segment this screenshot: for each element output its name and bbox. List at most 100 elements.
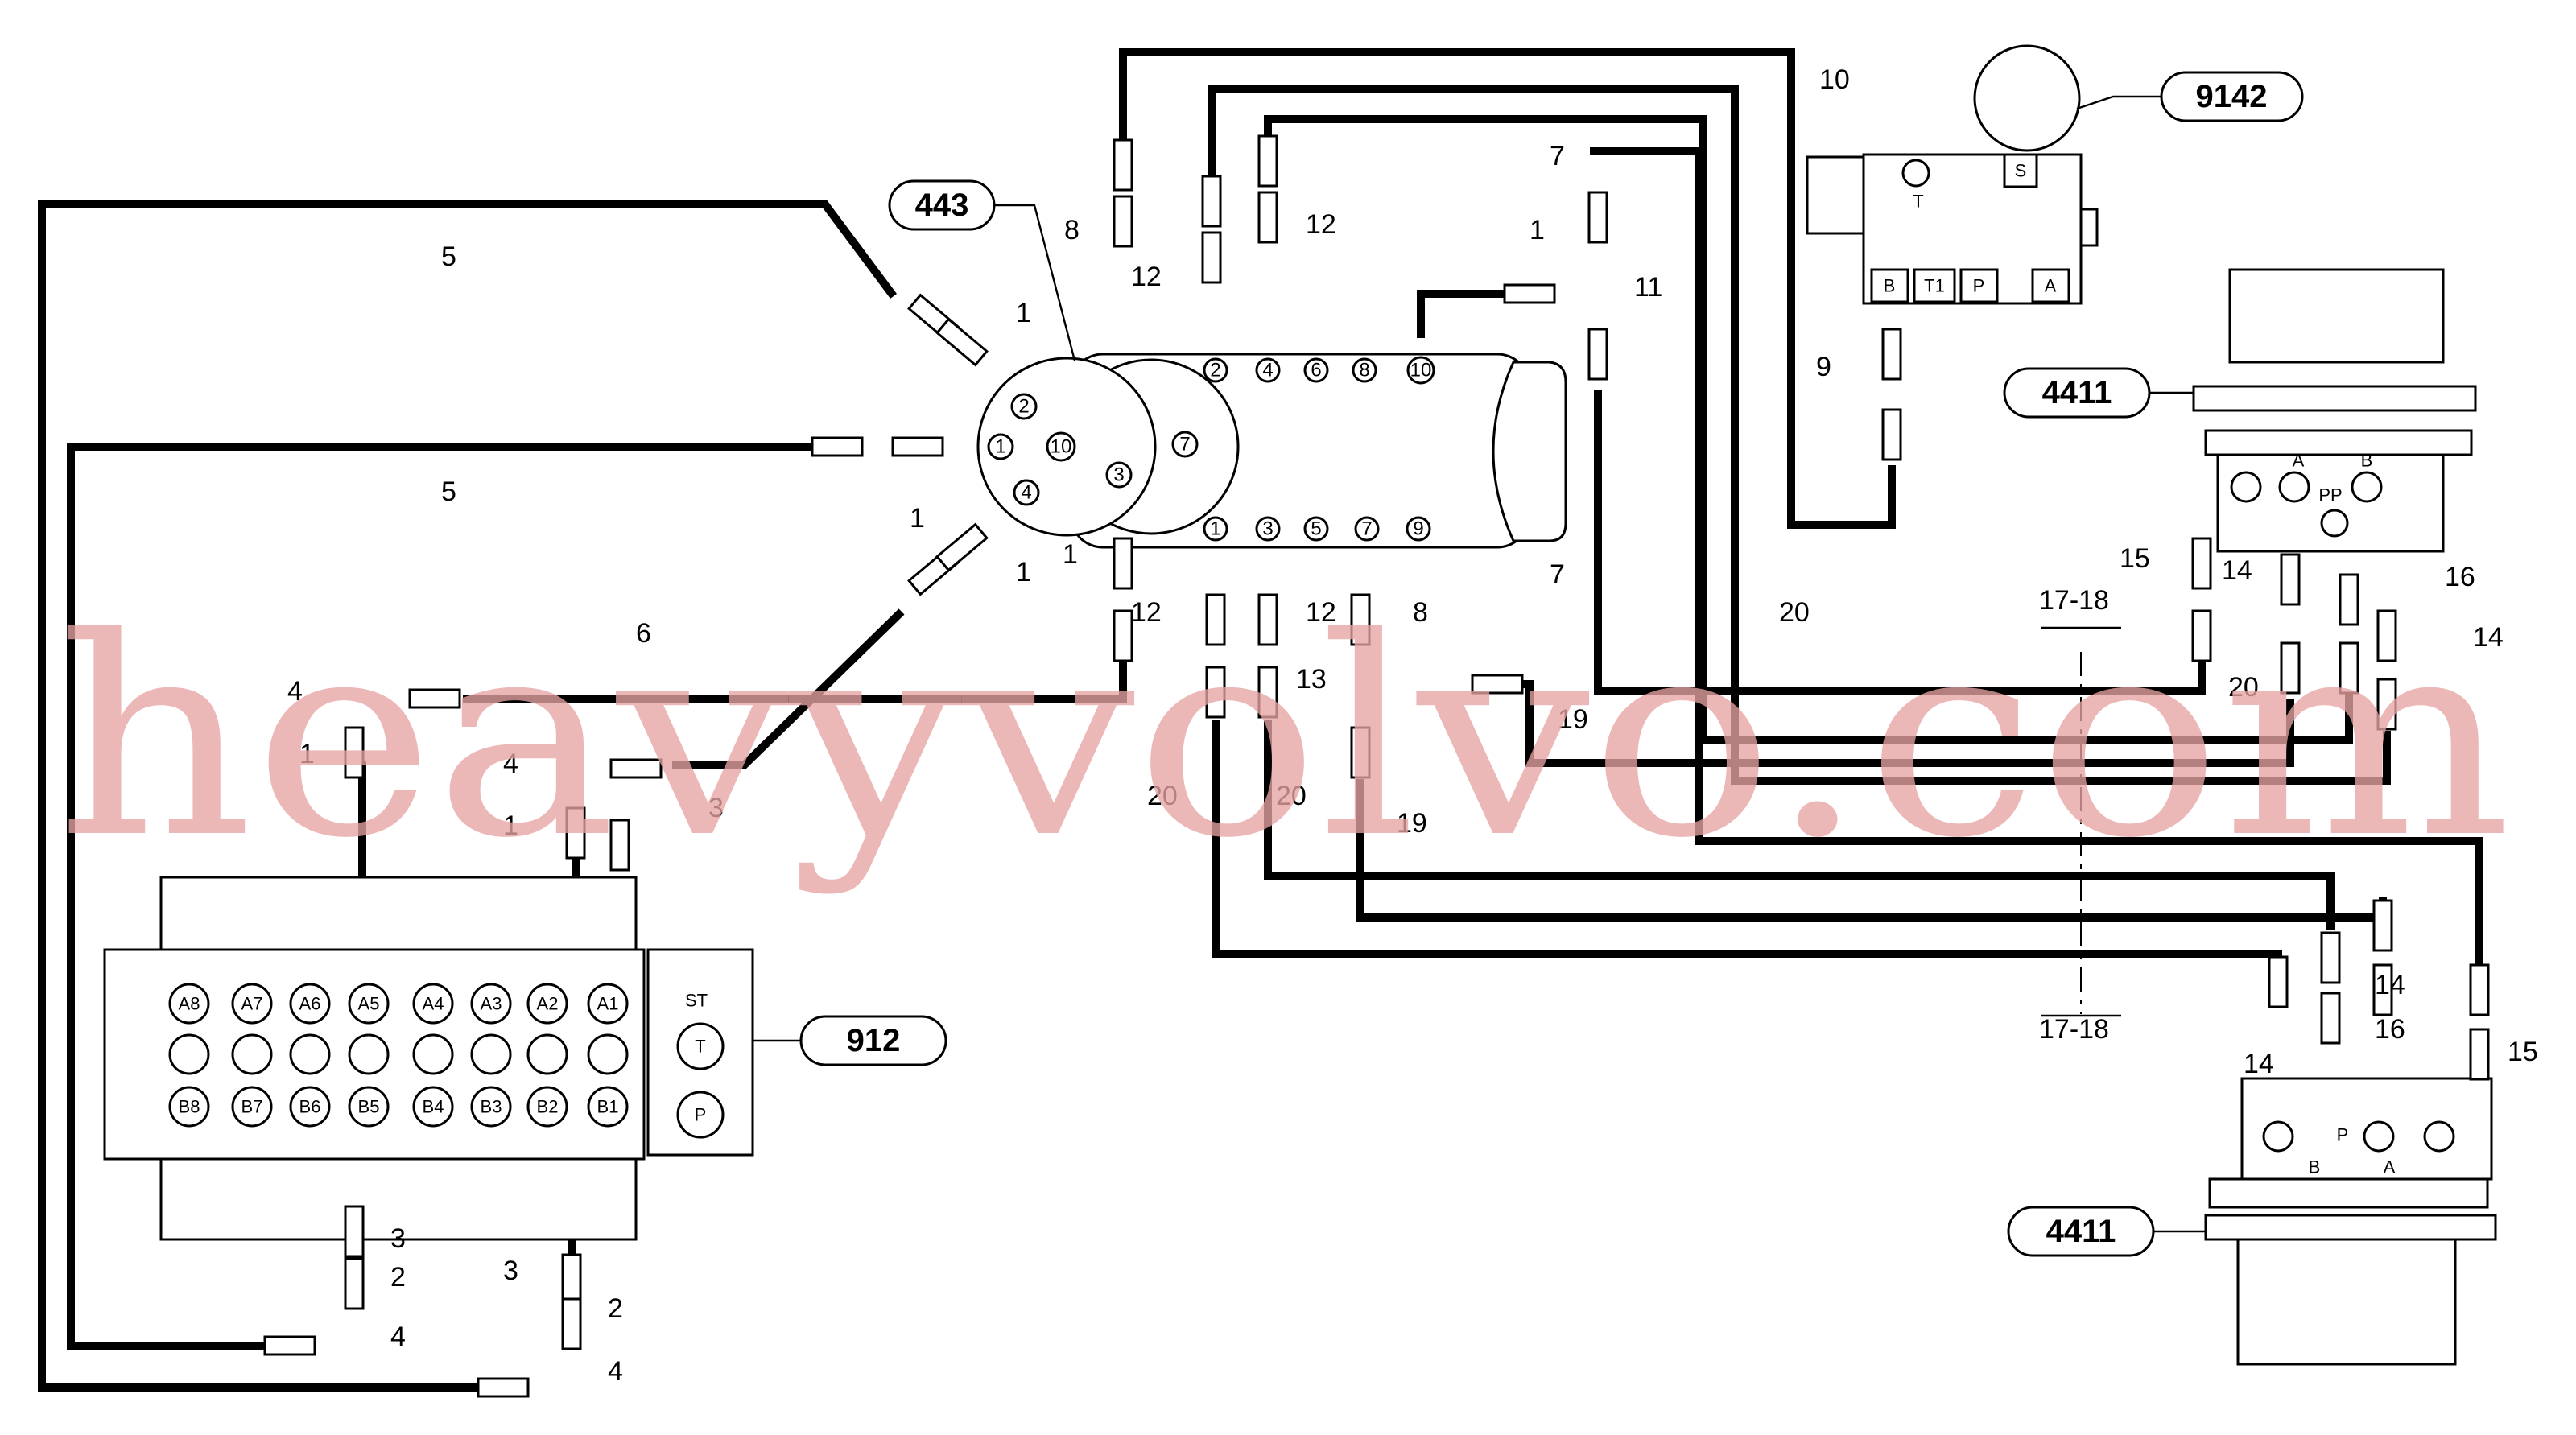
label-9142: 9142 <box>2076 71 2304 122</box>
swivel-port-3-bottom: 3 <box>1255 516 1281 542</box>
callout-c17-18: 17-18 <box>2039 1014 2109 1045</box>
callout-c4: 4 <box>503 748 518 779</box>
main-valve-port-bottom-circle <box>231 1086 273 1128</box>
control-valve-9142 <box>1806 44 2099 305</box>
main-valve-spool <box>168 1033 210 1075</box>
swivel-port-9-bottom: 9 <box>1406 516 1431 542</box>
line-20-d <box>1264 720 2334 930</box>
svg-text:4: 4 <box>1021 482 1031 504</box>
main-valve-spool <box>289 1033 331 1075</box>
hose-fitting <box>1587 191 1608 244</box>
callout-c1: 1 <box>1016 298 1031 328</box>
main-valve-port-t: T <box>695 1037 705 1057</box>
motor-lower-port-p: P <box>2337 1125 2349 1145</box>
svg-text:2: 2 <box>1210 360 1220 381</box>
main-valve-port-bottom-circle <box>348 1086 390 1128</box>
callout-c4: 4 <box>287 676 303 707</box>
callout-c2: 2 <box>608 1293 623 1324</box>
hose-fitting <box>2372 963 2393 1016</box>
callout-c14: 14 <box>2222 555 2252 586</box>
callout-c1: 1 <box>1063 539 1078 570</box>
main-valve-spool <box>348 1033 390 1075</box>
swivel-ports: 1 2 4 10 3 7 2 4 6 8 10 1 3 5 7 9 <box>987 356 1435 542</box>
main-valve-port-top-label: A1 <box>597 994 619 1014</box>
hose-fitting <box>344 1205 365 1258</box>
motor-upper-port-a: A <box>2293 451 2305 471</box>
main-valve-port-top-label: A4 <box>423 994 444 1014</box>
callout-c1: 1 <box>503 810 518 841</box>
motor-upper-flange-2 <box>2204 429 2473 456</box>
callout-c14: 14 <box>2473 622 2504 653</box>
main-valve-port-top-label: A8 <box>179 994 200 1014</box>
hose-fitting <box>609 758 663 779</box>
port-t1-box <box>1913 268 1956 303</box>
callout-c20: 20 <box>1147 781 1178 811</box>
port-s-label: S <box>2015 161 2027 181</box>
main-valve-port-bottom-circle <box>412 1086 454 1128</box>
callout-c6: 6 <box>636 618 651 649</box>
valve-top-caps <box>159 876 638 951</box>
port-t-circle <box>1901 159 1930 188</box>
svg-text:3: 3 <box>1113 464 1124 486</box>
svg-text:4: 4 <box>1262 360 1273 381</box>
hose-fitting <box>477 1377 530 1398</box>
port-s-box <box>2003 153 2038 188</box>
callout-c11: 11 <box>1634 272 1662 303</box>
motor-upper-drum <box>2228 268 2445 364</box>
hose-fitting <box>935 522 989 572</box>
main-valve-port-top-circle <box>412 983 454 1025</box>
svg-text:2: 2 <box>1018 396 1029 418</box>
callout-c10: 10 <box>1819 64 1850 95</box>
callout-c7: 7 <box>1550 559 1565 590</box>
main-valve-spool <box>470 1033 512 1075</box>
motor-upper-flange <box>2192 385 2477 412</box>
swivel-port-7-bottom: 7 <box>1354 516 1380 542</box>
svg-text:10: 10 <box>1051 436 1072 458</box>
hose-fitting <box>2191 537 2212 590</box>
hose-fitting <box>561 1297 582 1350</box>
swivel-port-4-top: 4 <box>1255 357 1281 383</box>
main-valve-port-bottom-label: B5 <box>358 1097 380 1117</box>
callout-c4: 4 <box>608 1356 623 1387</box>
swivel-port-4: 4 <box>1013 479 1040 506</box>
hose-fitting <box>2372 899 2393 952</box>
hose-fitting <box>811 436 864 457</box>
motor-upper-port-circle-4 <box>2320 509 2349 538</box>
callout-c2: 2 <box>390 1262 406 1293</box>
svg-text:7: 7 <box>1361 518 1372 540</box>
hose-fitting <box>1201 175 1222 228</box>
main-valve-port-p: P <box>695 1105 707 1125</box>
svg-text:912: 912 <box>847 1023 901 1058</box>
hose-fitting <box>565 806 586 860</box>
hose-fitting <box>2376 609 2397 662</box>
motor-lower-port-a: A <box>2384 1157 2396 1177</box>
callout-c16: 16 <box>2375 1014 2405 1045</box>
callout-c3: 3 <box>708 793 724 823</box>
svg-text:4411: 4411 <box>2046 1214 2116 1249</box>
hose-fitting <box>1257 593 1278 646</box>
callout-c14: 14 <box>2375 970 2405 1000</box>
svg-text:1: 1 <box>1210 518 1220 540</box>
main-valve-port-top-label: A6 <box>299 994 321 1014</box>
hose-fitting <box>561 1253 582 1306</box>
main-valve-port-top-circle <box>348 983 390 1025</box>
svg-text:3: 3 <box>1262 518 1273 540</box>
line-5-upper <box>38 200 898 1392</box>
hose-fitting <box>1201 231 1222 284</box>
swivel-end <box>1492 361 1567 542</box>
callout-c15: 15 <box>2508 1037 2538 1067</box>
port-b-box <box>1870 268 1909 303</box>
hose-fitting <box>2280 641 2301 695</box>
svg-text:8: 8 <box>1359 360 1369 381</box>
line-20-a <box>1208 85 2391 785</box>
line-11 <box>1417 290 1525 338</box>
main-valve-port-top-label: A3 <box>481 994 502 1014</box>
port-t-label: T <box>1913 192 1923 212</box>
callout-c3: 3 <box>503 1256 518 1286</box>
svg-text:4411: 4411 <box>2042 375 2112 410</box>
swivel-port-1-bottom: 1 <box>1203 516 1228 542</box>
hose-fitting <box>1350 726 1371 779</box>
fittings <box>263 134 2490 1398</box>
